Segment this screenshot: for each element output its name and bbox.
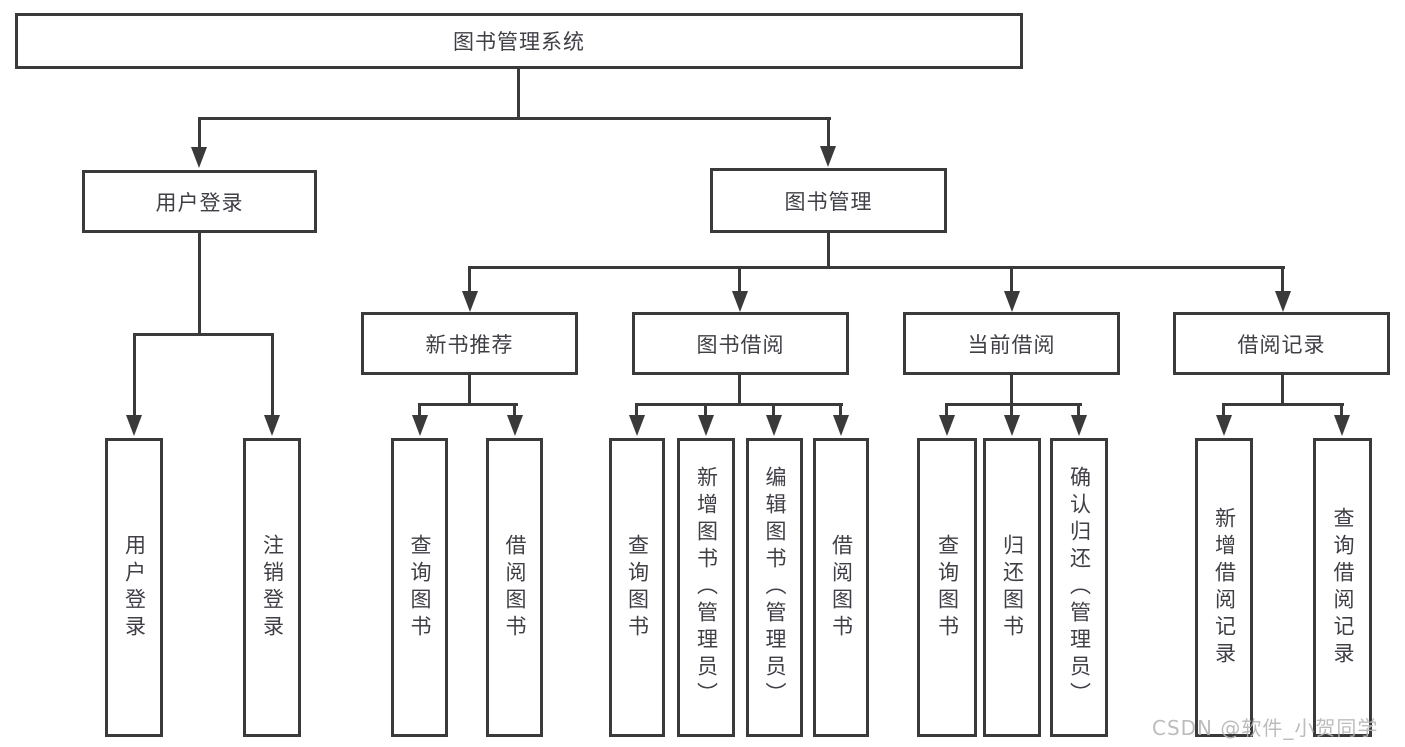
csdn-watermark: CSDN @软件_小贺同学 [1152,716,1379,740]
connector-line [827,233,830,269]
connector-line [827,117,830,149]
connector-line [839,403,842,417]
connector-line [198,117,831,120]
arrow-down-icon [1216,415,1232,436]
connector-line [1010,403,1013,417]
node-root: 图书管理系统 [15,13,1023,69]
arrow-down-icon [939,415,955,436]
connector-line [1010,375,1013,406]
connector-line [635,403,843,406]
leaf-add-borrow-record: 新增借阅记录 [1195,438,1253,737]
connector-line [418,403,421,417]
arrow-down-icon [1071,415,1087,436]
connector-line [133,333,274,336]
leaf-edit-books-admin: 编辑图书（管理员） [746,438,803,737]
leaf-borrow-books-recommend: 借阅图书 [486,438,543,737]
connector-line [635,403,638,417]
connector-line [1222,403,1344,406]
node-borrowing-records: 借阅记录 [1173,312,1390,375]
leaf-return-books: 归还图书 [983,438,1041,737]
connector-line [468,266,471,294]
connector-line [1281,375,1284,406]
connector-line [468,266,1285,269]
arrow-down-icon [1334,415,1350,436]
node-book-borrowing: 图书借阅 [632,312,849,375]
arrow-down-icon [833,415,849,436]
arrow-down-icon [264,415,280,436]
connector-line [198,117,201,150]
arrow-down-icon [507,415,523,436]
connector-line [704,403,707,417]
arrow-down-icon [820,146,836,167]
arrow-down-icon [1004,291,1020,312]
connector-line [1222,403,1225,417]
arrow-down-icon [1275,291,1291,312]
arrow-down-icon [1004,415,1020,436]
leaf-add-books-admin: 新增图书（管理员） [677,438,735,737]
arrow-down-icon [766,415,782,436]
node-user-login: 用户登录 [82,170,317,233]
leaf-query-books-current: 查询图书 [917,438,977,737]
connector-line [198,233,201,335]
arrow-down-icon [732,291,748,312]
connector-line [1340,403,1343,417]
arrow-down-icon [412,415,428,436]
connector-line [133,333,136,417]
connector-line [1077,403,1080,417]
arrow-down-icon [462,291,478,312]
arrow-down-icon [629,415,645,436]
leaf-confirm-return-admin: 确认归还（管理员） [1050,438,1108,737]
connector-line [738,266,741,294]
connector-line [772,403,775,417]
node-new-book-recommend: 新书推荐 [361,312,578,375]
arrow-down-icon [191,147,207,168]
connector-line [945,403,1082,406]
connector-line [1010,266,1013,294]
connector-line [517,69,520,119]
leaf-user-login: 用户登录 [105,438,163,737]
connector-line [945,403,948,417]
leaf-logout: 注销登录 [243,438,301,737]
connector-line [1281,266,1284,294]
leaf-query-borrow-record: 查询借阅记录 [1313,438,1372,737]
connector-line [513,403,516,417]
arrow-down-icon [698,415,714,436]
arrow-down-icon [126,415,142,436]
leaf-borrow-books: 借阅图书 [813,438,869,737]
connector-line [418,403,518,406]
connector-line [468,375,471,406]
leaf-query-books-recommend: 查询图书 [391,438,448,737]
node-book-management: 图书管理 [710,168,947,233]
connector-line [738,375,741,406]
leaf-query-books-borrowing: 查询图书 [609,438,665,737]
connector-line [271,333,274,417]
node-current-borrowing: 当前借阅 [903,312,1120,375]
